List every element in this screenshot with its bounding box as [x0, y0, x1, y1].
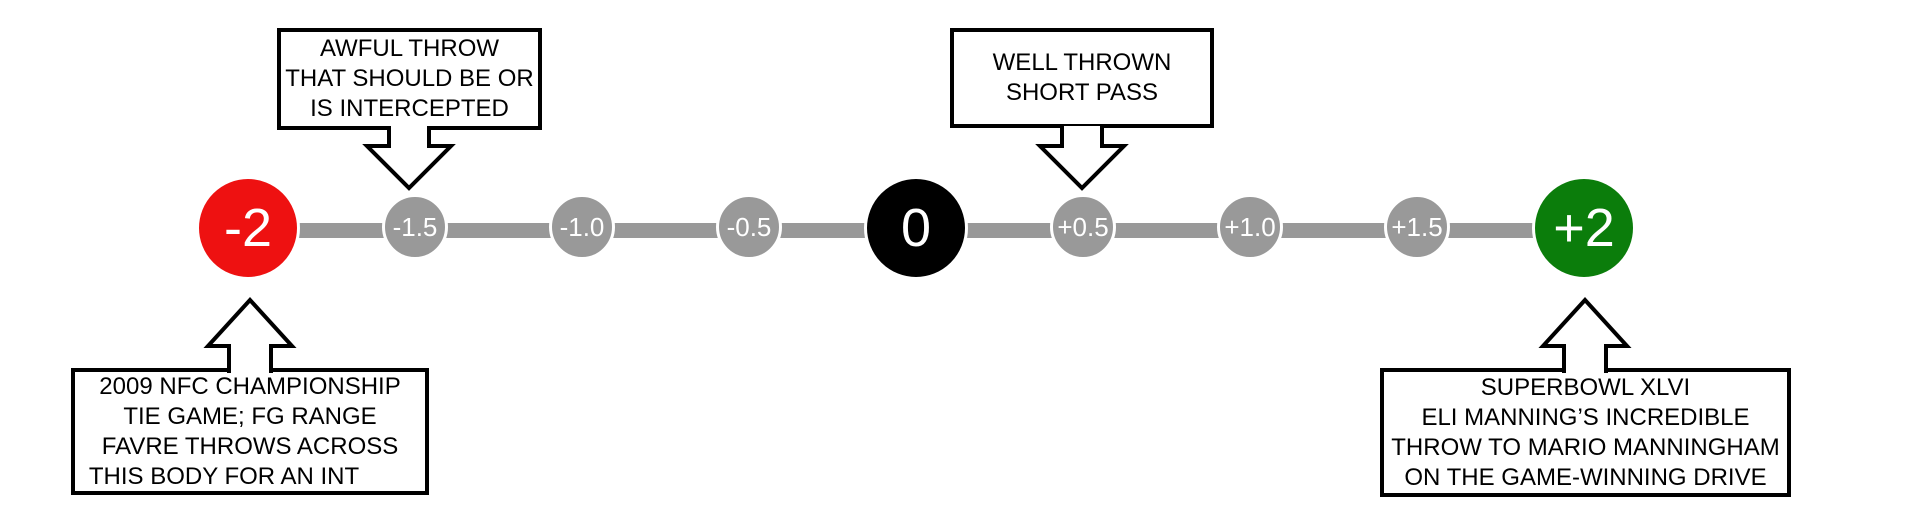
callout-line: WELL THROWN: [992, 49, 1172, 76]
callout-line: SUPERBOWL XLVI: [1480, 373, 1691, 401]
callout-line: FAVRE THROWS ACROSS: [101, 432, 399, 460]
callout-line: THIS BODY FOR AN INT: [88, 462, 360, 490]
callout-line: TIE GAME; FG RANGE: [123, 402, 377, 430]
scale-point-plus-0-5: +0.5: [1050, 194, 1116, 260]
scale-point-plus-1-5: +1.5: [1384, 194, 1450, 260]
down-arrow-icon: [1035, 126, 1129, 191]
callout-line: ON THE GAME-WINNING DRIVE: [1404, 463, 1767, 491]
callout-line: 2009 NFC CHAMPIONSHIP: [99, 372, 401, 400]
scale-point-minus-1-0: -1.0: [549, 194, 615, 260]
callout-line: IS INTERCEPTED: [310, 95, 509, 122]
scale-point-minus-0-5: -0.5: [716, 194, 782, 260]
callout-awful-throw: AWFUL THROW THAT SHOULD BE OR IS INTERCE…: [277, 28, 542, 130]
up-arrow-icon: [1538, 297, 1632, 373]
scale-point-minus-2: -2: [196, 176, 300, 280]
scale-point-zero: 0: [864, 176, 968, 280]
scale-point-plus-1-0: +1.0: [1217, 194, 1283, 260]
callout-line: ELI MANNING’S INCREDIBLE: [1421, 403, 1750, 431]
callout-line: THAT SHOULD BE OR: [285, 65, 534, 92]
scale-point-minus-1-5: -1.5: [382, 194, 448, 260]
callout-line: THROW TO MARIO MANNINGHAM: [1391, 433, 1780, 461]
callout-line: SHORT PASS: [1005, 79, 1159, 106]
callout-line: AWFUL THROW: [319, 35, 500, 62]
callout-manningham-catch: SUPERBOWL XLVI ELI MANNING’S INCREDIBLE …: [1380, 368, 1791, 497]
scale-point-plus-2: +2: [1532, 176, 1636, 280]
down-arrow-icon: [362, 126, 456, 191]
callout-favre-interception: 2009 NFC CHAMPIONSHIP TIE GAME; FG RANGE…: [71, 368, 429, 495]
up-arrow-icon: [203, 297, 297, 373]
callout-well-thrown: WELL THROWN SHORT PASS: [950, 28, 1214, 128]
